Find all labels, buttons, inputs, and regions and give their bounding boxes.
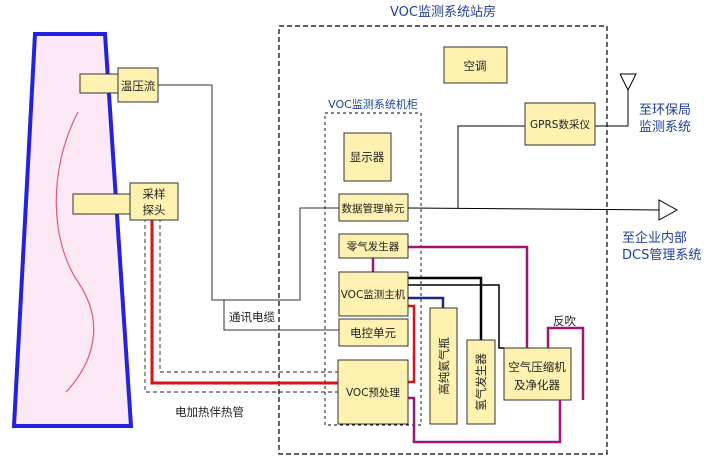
cabinet-label: VOC监测系统机柜: [328, 97, 418, 111]
aircon-label: 空调: [464, 59, 487, 73]
heat-pipe-label: 电加热伴热管: [175, 405, 244, 419]
bottom-magenta: [408, 396, 562, 444]
temp-press-flow-box: [117, 67, 159, 103]
to-epa-label-1: 至环保局: [639, 103, 691, 118]
voc-host-label: VOC监测主机: [341, 288, 406, 301]
gprs-box: [524, 102, 596, 146]
to-dcs-label-2: DCS管理系统: [622, 248, 701, 263]
dcs-arrow-icon: [658, 199, 679, 221]
compressor-box: [503, 347, 572, 401]
data-mgmt-box: [338, 193, 409, 222]
antenna-icon: [619, 73, 637, 92]
temp-press-flow-label: 温压流: [121, 79, 156, 93]
compressor-label-1: 空气压缩机: [508, 360, 566, 374]
zero-gas-box: [338, 233, 409, 259]
gprs-data-line: [457, 125, 525, 208]
gprs-antenna-line: [595, 90, 629, 127]
to-epa-label-2: 监测系统: [639, 120, 691, 135]
pretreat-label: VOC预处理: [346, 387, 401, 399]
pretreat-host-red: [408, 304, 416, 384]
gprs-label: GPRS数采仪: [530, 118, 590, 131]
compressor-label-2: 及净化器: [514, 378, 560, 392]
backflush-magenta: [546, 326, 585, 400]
heat-pipe-outline-inner: [159, 218, 338, 373]
sampling-probe-stub: [72, 193, 131, 215]
display-label: 显示器: [350, 150, 385, 164]
zero-gas-label: 零气发生器: [347, 240, 400, 253]
sampling-probe-label-1: 采样: [143, 187, 166, 201]
cabinet-border: [324, 112, 422, 426]
helium-bottle-box: [429, 307, 458, 425]
host-helium-line: [408, 296, 445, 308]
elec-ctrl-label: 电控单元: [350, 326, 396, 340]
backflush-label: 反吹: [553, 314, 576, 328]
helium-bottle-label: 高纯氦气瓶: [437, 337, 451, 395]
station-room-title: VOC监测系统站房: [390, 4, 496, 20]
aircon-box: [443, 46, 508, 84]
to-dcs-label-1: 至企业内部: [622, 230, 687, 246]
elec-ctrl-box: [338, 318, 409, 347]
station-room-border: [278, 25, 608, 455]
display-box: [343, 132, 392, 182]
zero-gas-magenta: [408, 245, 529, 348]
comm-cable-label: 通讯电缆: [229, 310, 275, 324]
comm-cable-line: [223, 300, 339, 331]
chimney-stack: [11, 32, 134, 428]
flue-gas-curve: [55, 111, 95, 393]
voc-host-box: [338, 271, 409, 317]
sampling-probe-box: [129, 182, 179, 221]
hydrogen-gen-box: [466, 339, 496, 425]
host-hydrogen-line: [408, 276, 483, 340]
dcs-line: [407, 207, 661, 211]
temp-press-flow-stub: [79, 73, 119, 94]
temp-signal-line: [158, 84, 339, 301]
hydrogen-gen-label: 氢气发生器: [474, 353, 488, 411]
data-mgmt-label: 数据管理单元: [342, 202, 405, 215]
sampling-probe-label-2: 探头: [143, 203, 166, 217]
heat-pipe-outline-outer: [144, 218, 338, 393]
heat-pipe-red: [150, 218, 338, 385]
pretreat-box: [337, 359, 409, 425]
host-compressor-line: [408, 284, 504, 349]
